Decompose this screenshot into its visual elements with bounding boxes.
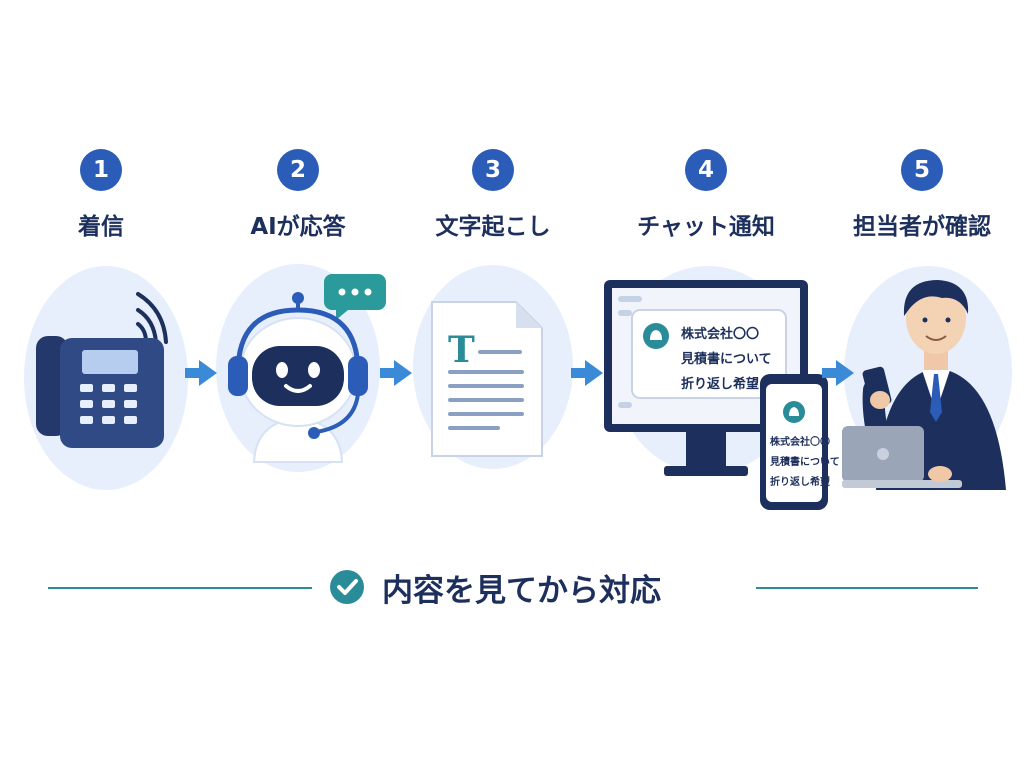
step-3-label: 文字起こし <box>435 214 551 240</box>
bottom-divider-right <box>756 587 978 589</box>
bottom-divider-left <box>48 587 312 589</box>
arrow-right-icon <box>822 360 854 386</box>
check-circle-icon <box>330 570 364 604</box>
step-4-number: 4 <box>685 149 727 191</box>
monitor-smartphone-icon <box>604 266 828 510</box>
arrow-right-icon <box>571 360 603 386</box>
step-1-number: 1 <box>80 149 122 191</box>
document-icon: T <box>413 265 573 469</box>
step-2-number: 2 <box>277 149 319 191</box>
step-5-label: 担当者が確認 <box>853 214 991 240</box>
arrow-right-icon <box>185 360 217 386</box>
step-5-number: 5 <box>901 149 943 191</box>
step-4-label: チャット通知 <box>637 214 775 240</box>
phone-notification-line-1: 株式会社〇〇 <box>770 437 830 448</box>
svg-text:T: T <box>448 329 475 371</box>
monitor-notification-line-3: 折り返し希望 <box>681 377 760 392</box>
person-checking-phone-icon <box>842 266 1012 490</box>
phone-notification-line-2: 見積書について <box>770 457 840 468</box>
desk-phone-icon <box>24 266 188 490</box>
step-3-number: 3 <box>472 149 514 191</box>
arrow-right-icon <box>380 360 412 386</box>
monitor-notification-line-2: 見積書について <box>681 352 772 367</box>
robot-headset-icon <box>216 264 386 472</box>
phone-notification-line-3: 折り返し希望 <box>770 477 830 488</box>
step-2-label: AIが応答 <box>250 214 346 240</box>
monitor-notification-line-1: 株式会社〇〇 <box>681 327 760 342</box>
step-1-label: 着信 <box>78 214 124 240</box>
bottom-summary-text: 内容を見てから対応 <box>382 573 661 609</box>
